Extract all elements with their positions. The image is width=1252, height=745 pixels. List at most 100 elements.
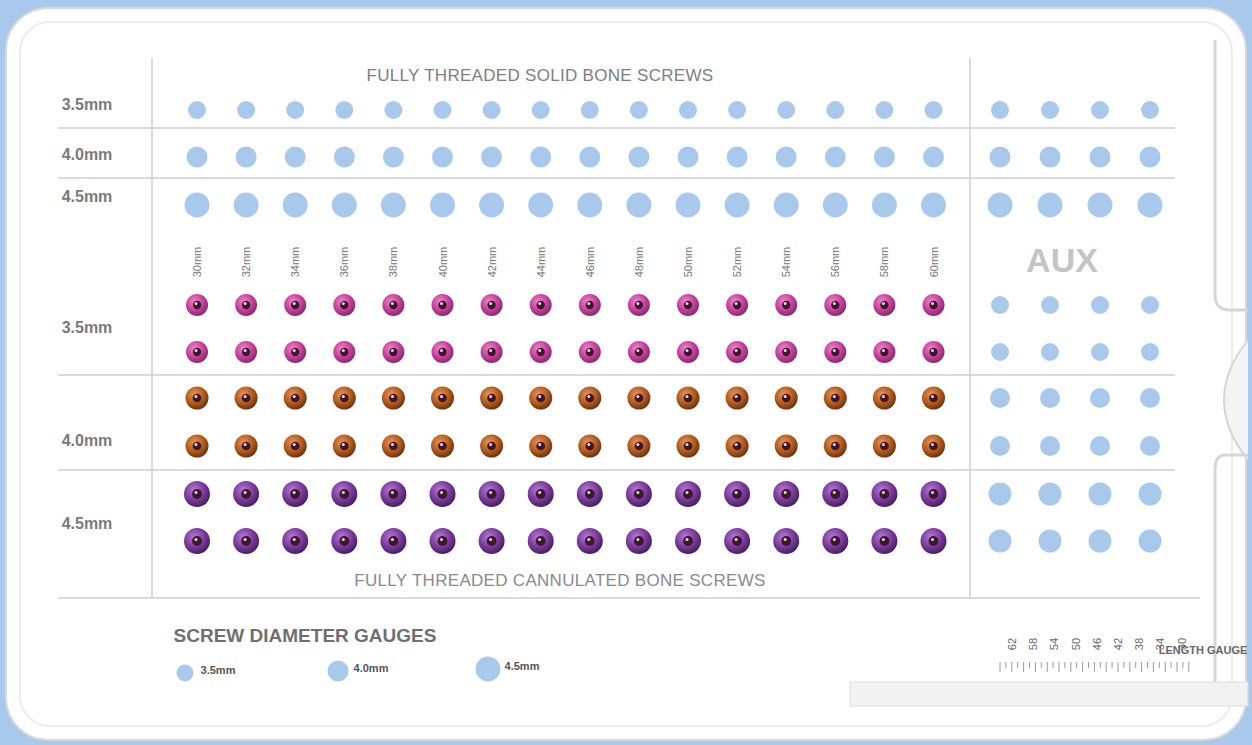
gauge-tick xyxy=(1135,662,1136,668)
aux-hole xyxy=(1141,343,1159,361)
cannulated-screw-head xyxy=(333,435,356,458)
screw-highlight xyxy=(735,395,738,398)
aux-hole xyxy=(1139,530,1162,553)
aux-hole xyxy=(1139,483,1162,506)
screw-hole xyxy=(185,193,210,218)
gauge-tick xyxy=(1070,662,1071,672)
screw-cannula xyxy=(635,348,643,356)
screw-hole xyxy=(725,193,750,218)
screw-cannula xyxy=(438,348,446,356)
screw-highlight xyxy=(342,349,345,352)
screw-cannula xyxy=(880,394,889,403)
screw-cannula xyxy=(585,536,595,546)
tray-label: LENGTH GAUGE xyxy=(1159,645,1248,656)
cannulated-screw-head xyxy=(235,341,257,363)
cannulated-screw-head xyxy=(873,341,895,363)
cannulated-screw-head xyxy=(724,528,750,554)
cannulated-screw-head xyxy=(233,528,259,554)
tray-label: 4.5mm xyxy=(505,661,540,672)
screw-highlight xyxy=(391,302,394,305)
screw-highlight xyxy=(440,443,443,446)
length-label: 46 xyxy=(1091,638,1102,650)
screw-cannula xyxy=(732,536,742,546)
screw-hole xyxy=(1088,193,1113,218)
screw-hole xyxy=(187,147,208,168)
gauge-tick xyxy=(1041,662,1042,668)
cannulated-screw-head xyxy=(186,387,209,410)
screw-cannula xyxy=(487,489,497,499)
cannulated-screw-head xyxy=(578,435,601,458)
screw-hole xyxy=(577,193,602,218)
aux-hole xyxy=(1040,436,1060,456)
screw-highlight xyxy=(882,349,885,352)
gauge-hole xyxy=(328,661,349,682)
screw-highlight xyxy=(735,491,738,494)
screw-cannula xyxy=(683,489,693,499)
cannulated-screw-head xyxy=(726,387,749,410)
screw-hole xyxy=(479,193,504,218)
screw-highlight xyxy=(293,443,296,446)
screw-hole xyxy=(334,147,355,168)
screw-highlight xyxy=(293,538,296,541)
screw-highlight xyxy=(538,395,541,398)
gauge-tick xyxy=(1076,662,1077,668)
length-label: 46mm xyxy=(584,247,595,278)
aux-hole xyxy=(1089,530,1112,553)
cannulated-screw-head xyxy=(529,435,552,458)
cannulated-screw-head xyxy=(923,341,945,363)
screw-hole xyxy=(727,147,748,168)
length-label: 34mm xyxy=(290,247,301,278)
cannulated-screw-head xyxy=(773,528,799,554)
aux-hole xyxy=(1040,388,1060,408)
screw-highlight xyxy=(195,302,198,305)
cannulated-screw-head xyxy=(773,481,799,507)
screw-cannula xyxy=(438,536,448,546)
screw-cannula xyxy=(684,442,693,451)
screw-cannula xyxy=(586,301,594,309)
screw-highlight xyxy=(931,491,934,494)
gauge-hole xyxy=(177,665,194,682)
cannulated-screw-head xyxy=(921,528,947,554)
screw-hole xyxy=(1040,147,1061,168)
screw-cannula xyxy=(193,301,201,309)
screw-highlight xyxy=(784,302,787,305)
screw-highlight xyxy=(931,395,934,398)
cannulated-screw-head xyxy=(677,387,700,410)
screw-hole xyxy=(383,147,404,168)
screw-cannula xyxy=(880,301,888,309)
screw-highlight xyxy=(587,538,590,541)
screw-hole xyxy=(234,193,259,218)
gauge-tick xyxy=(1023,662,1024,672)
cannulated-screw-head xyxy=(726,341,748,363)
cannulated-screw-head xyxy=(775,387,798,410)
cannulated-screw-head xyxy=(627,435,650,458)
cannulated-screw-head xyxy=(578,387,601,410)
screw-cannula xyxy=(438,489,448,499)
screw-highlight xyxy=(686,302,689,305)
aux-hole xyxy=(1041,343,1059,361)
screw-highlight xyxy=(636,491,639,494)
screw-cannula xyxy=(438,394,447,403)
screw-highlight xyxy=(587,349,590,352)
screw-cannula xyxy=(585,394,594,403)
screw-hole xyxy=(626,193,651,218)
screw-highlight xyxy=(391,443,394,446)
screw-cannula xyxy=(487,536,497,546)
screw-cannula xyxy=(193,442,202,451)
screw-cannula xyxy=(830,489,840,499)
screw-highlight xyxy=(440,538,443,541)
screw-highlight xyxy=(931,349,934,352)
screw-highlight xyxy=(489,395,492,398)
cannulated-screw-head xyxy=(233,481,259,507)
screw-highlight xyxy=(538,302,541,305)
cannulated-screw-head xyxy=(431,387,454,410)
cannulated-screw-head xyxy=(528,481,554,507)
screw-hole xyxy=(774,193,799,218)
aux-hole xyxy=(1039,530,1062,553)
screw-cannula xyxy=(389,394,398,403)
gauge-tick xyxy=(1005,662,1006,668)
screw-cannula xyxy=(340,394,349,403)
screw-highlight xyxy=(882,491,885,494)
screw-highlight xyxy=(489,349,492,352)
